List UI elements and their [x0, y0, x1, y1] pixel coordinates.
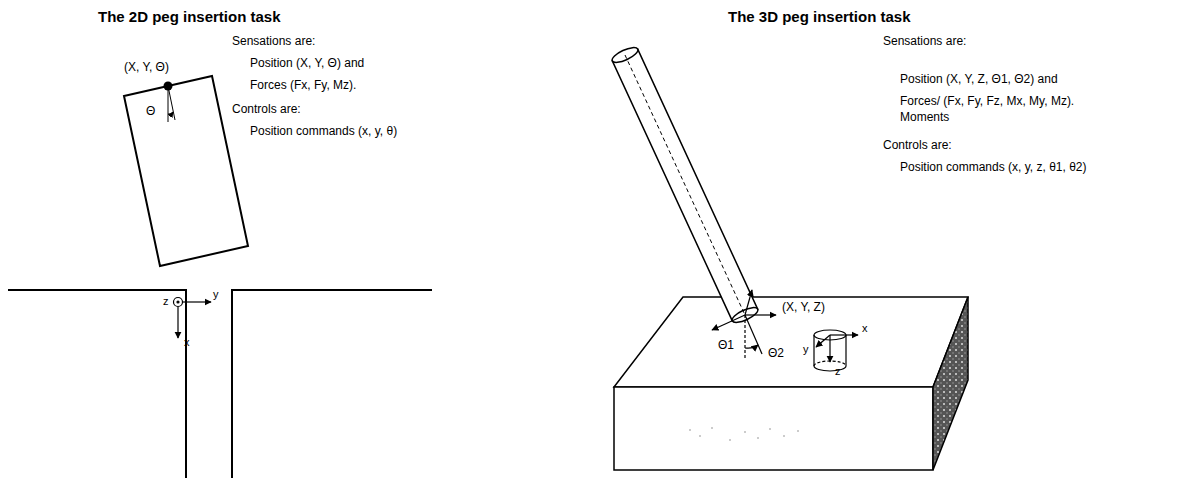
axis-label: y: [213, 288, 219, 300]
frame-2d: [174, 298, 212, 339]
angle-label: Θ2: [768, 346, 784, 360]
control-line: Position commands (x, y, θ): [250, 124, 397, 138]
section-heading: Sensations are:: [232, 34, 315, 48]
hole-3d: [814, 330, 858, 371]
section-heading: Sensations are:: [883, 34, 966, 48]
angle-label: Θ1: [718, 338, 734, 352]
section-heading: Controls are:: [232, 102, 301, 116]
section-heading: Controls are:: [883, 138, 952, 152]
peg-3d: [610, 45, 760, 326]
axis-label: z: [835, 365, 841, 377]
angle-label: Θ: [146, 104, 155, 118]
axis-label: x: [184, 336, 190, 348]
pose-label: (X, Y, Z): [782, 300, 825, 314]
axis-label: x: [862, 322, 868, 334]
axis-label: y: [803, 343, 809, 355]
frame-3d: [712, 290, 776, 358]
control-line: Position commands (x, y, z, θ1, θ2): [900, 160, 1087, 174]
sensation-line: Position (X, Y, Θ) and: [250, 56, 364, 70]
pose-label: (X, Y, Θ): [124, 60, 169, 74]
sensation-line: Forces/ (Fx, Fy, Fz, Mx, My, Mz).: [900, 94, 1074, 108]
peg-2d: [124, 76, 248, 266]
panel-title: The 3D peg insertion task: [728, 8, 911, 26]
panel-title: The 2D peg insertion task: [98, 8, 281, 26]
sensation-line: Position (X, Y, Z, Θ1, Θ2) and: [900, 72, 1058, 86]
hole-2d: [8, 290, 432, 478]
sensation-line: Moments: [900, 110, 949, 124]
sensation-line: Forces (Fx, Fy, Mz).: [250, 78, 356, 92]
block-3d: [614, 297, 968, 470]
axis-label: z: [163, 295, 169, 307]
